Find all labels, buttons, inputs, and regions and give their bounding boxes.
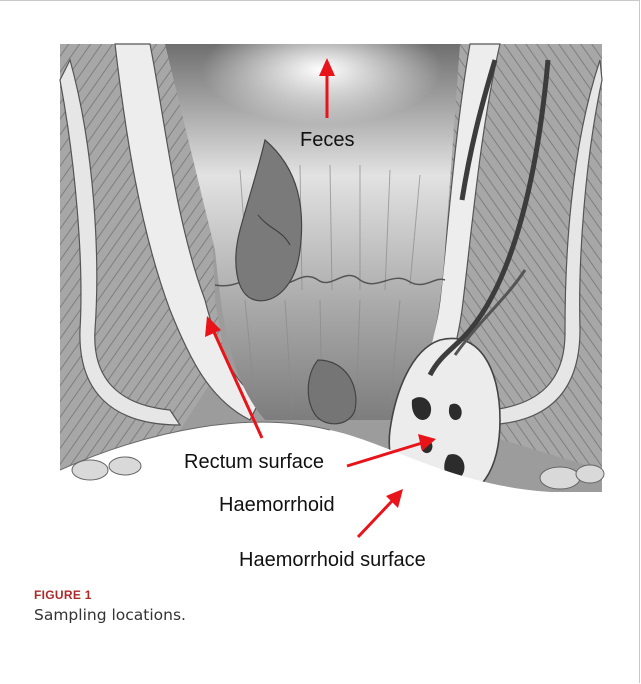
haemorrhoid-surface-label: Haemorrhoid surface: [239, 550, 426, 570]
figure-label: FIGURE 1: [34, 588, 92, 602]
feces-label: Feces: [300, 130, 354, 150]
haemorrhoid-label: Haemorrhoid: [219, 495, 335, 515]
figure-caption: Sampling locations.: [34, 606, 186, 624]
rectum-surface-label: Rectum surface: [184, 452, 324, 472]
